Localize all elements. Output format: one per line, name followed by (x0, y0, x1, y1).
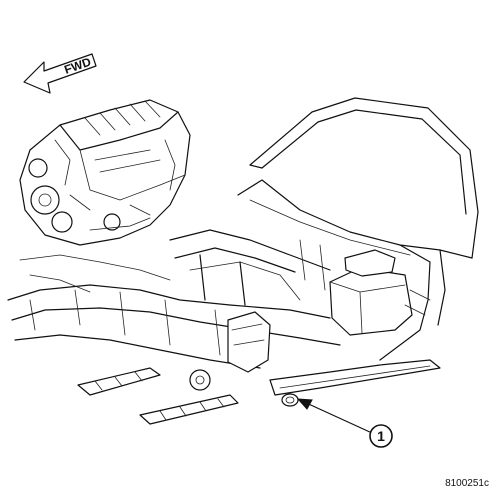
fwd-label: FWD (62, 55, 93, 77)
fwd-arrow-icon: FWD (23, 53, 97, 94)
vehicle-frame-illustration (7, 97, 479, 425)
callout-1-number: 1 (377, 428, 385, 444)
callout-1-circle (369, 424, 393, 448)
figure-id-label: 8100251c (445, 478, 489, 489)
callout-1: 1 (296, 398, 393, 448)
engine-illustration (19, 99, 191, 246)
part-1-plug (281, 393, 299, 407)
